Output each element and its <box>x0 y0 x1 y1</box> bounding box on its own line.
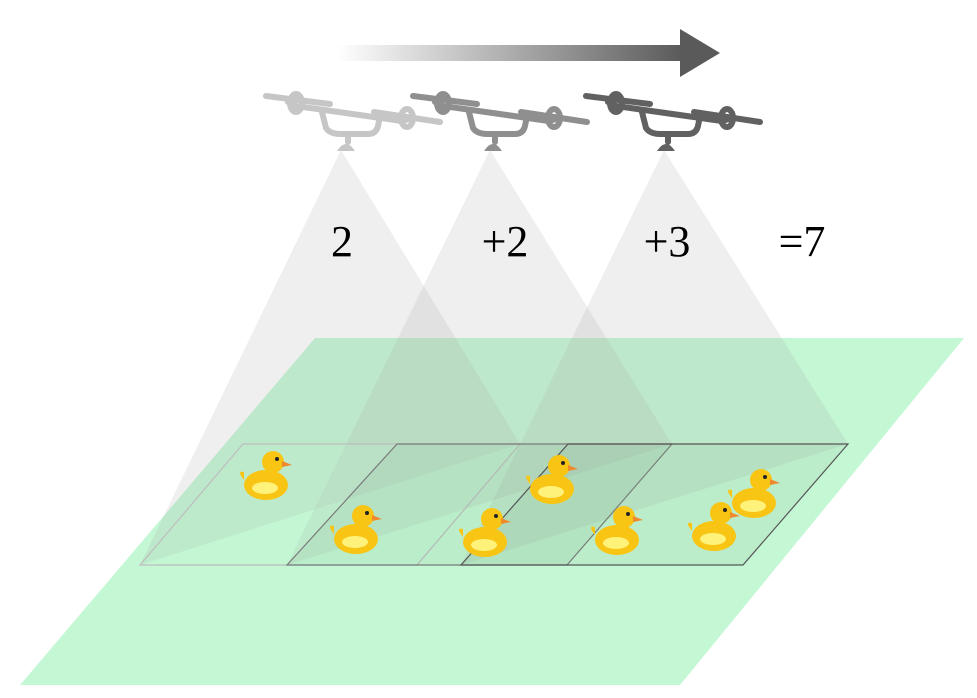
count-label-3: +3 <box>644 217 691 266</box>
total-label: =7 <box>779 217 826 266</box>
camera-beam-1 <box>140 150 520 565</box>
drone-icon <box>263 91 443 151</box>
count-label-2: +2 <box>482 217 529 266</box>
drone-icon <box>583 91 763 151</box>
arrow-right-icon <box>338 29 720 77</box>
camera-beam-2 <box>287 150 672 565</box>
drone-icon <box>410 91 590 151</box>
count-label-1: 2 <box>331 217 353 266</box>
